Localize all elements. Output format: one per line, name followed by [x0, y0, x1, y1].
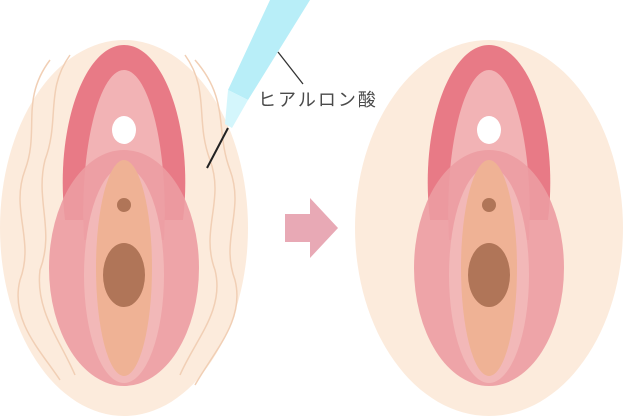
needle [206, 127, 229, 169]
syringe-barrel [228, 0, 310, 100]
before-figure [0, 40, 248, 416]
wrinkle-lines [17, 54, 238, 386]
syringe [206, 0, 310, 169]
arrow-right-icon [285, 198, 338, 258]
label-leader-line [277, 51, 304, 85]
after-figure [355, 40, 623, 416]
hyaluronic-acid-label: ヒアルロン酸 [258, 90, 378, 111]
